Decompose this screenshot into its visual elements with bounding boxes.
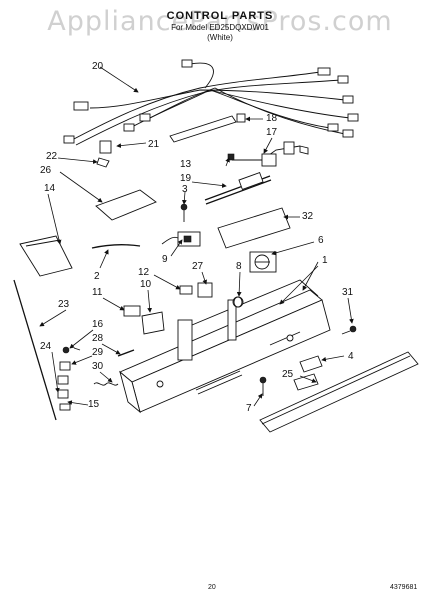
color-line: (White) (207, 33, 233, 42)
callout-27: 27 (192, 261, 204, 272)
spring-30 (93, 382, 119, 386)
tube-2 (91, 244, 141, 249)
callout-3: 3 (182, 184, 188, 195)
callout-24: 24 (40, 341, 52, 352)
hardware-stack (57, 346, 81, 411)
callout-30: 30 (92, 361, 104, 372)
callout-23: 23 (58, 299, 70, 310)
callout-2: 2 (94, 271, 100, 282)
callout-16: 16 (92, 319, 104, 330)
panel-26 (95, 189, 157, 221)
callout-22: 22 (46, 151, 58, 162)
part-11 (123, 305, 141, 317)
cover-18 (169, 115, 237, 143)
callout-1: 1 (322, 255, 328, 266)
screw-7 (259, 376, 267, 396)
trim-strip (259, 351, 419, 433)
callout-11: 11 (92, 287, 103, 298)
callout-32: 32 (302, 211, 314, 222)
callout-17: 17 (266, 127, 278, 138)
grommet-8 (233, 296, 243, 308)
screw-3 (180, 203, 188, 222)
rod-23 (13, 279, 57, 421)
watermark: AppliancePartsPros.com (47, 6, 393, 37)
clip-4 (299, 355, 323, 373)
callout-9: 9 (162, 254, 168, 265)
document-number: 4379681 (390, 584, 418, 591)
damper-6 (249, 251, 277, 273)
model-line: For Model ED25DQXDW01 (171, 23, 269, 32)
callout-19: 19 (180, 173, 192, 184)
callout-20: 20 (92, 61, 104, 72)
callout-14: 14 (44, 183, 56, 194)
bracket-12 (179, 285, 193, 295)
callout-13: 13 (180, 159, 192, 170)
wire-harness (63, 59, 359, 146)
plate-10 (141, 311, 165, 335)
callout-25: 25 (282, 369, 294, 380)
callout-6: 6 (318, 235, 324, 246)
callout-18: 18 (266, 113, 278, 124)
control-housing (119, 279, 331, 414)
connector-21 (99, 140, 112, 154)
plate-32 (217, 207, 291, 249)
callout-4: 4 (348, 351, 354, 362)
callout-28: 28 (92, 333, 104, 344)
callout-26: 26 (40, 165, 52, 176)
screw-31 (341, 325, 357, 335)
diagram-title: CONTROL PARTS (166, 10, 274, 22)
callout-21: 21 (148, 139, 160, 150)
callout-10: 10 (140, 279, 152, 290)
callout-31: 31 (342, 287, 354, 298)
callout-8: 8 (236, 261, 242, 272)
panel-14 (19, 235, 73, 277)
bracket-27 (197, 282, 213, 298)
switch-9 (161, 231, 201, 247)
clip-22 (96, 157, 110, 168)
thermostat-assembly (204, 141, 309, 205)
screw-28 (117, 349, 135, 357)
callout-7: 7 (246, 403, 252, 414)
page-number: 20 (208, 584, 216, 591)
clip-25 (293, 373, 319, 391)
callout-29: 29 (92, 347, 104, 358)
callout-15: 15 (88, 399, 100, 410)
callout-12: 12 (138, 267, 150, 278)
